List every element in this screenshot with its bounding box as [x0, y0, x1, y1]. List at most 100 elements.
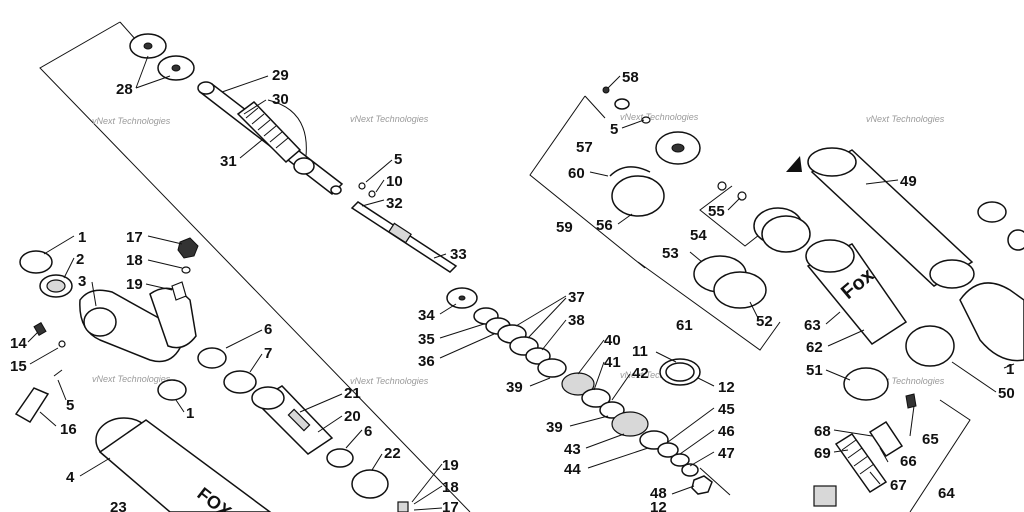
- oring-6a: [197, 347, 227, 369]
- screw-58: [602, 86, 610, 94]
- rod-knurl: [388, 222, 412, 244]
- cap-22: [351, 469, 389, 499]
- callout-1b: 1: [186, 405, 194, 422]
- callout-59: 59: [556, 219, 573, 236]
- washer-45: [657, 442, 679, 458]
- washer-47: [681, 463, 699, 477]
- housing-eye: [83, 307, 117, 337]
- direction-arrow: [786, 156, 802, 172]
- shaft-tip: [330, 185, 342, 195]
- shaft-collar: [293, 157, 315, 175]
- oring-1: [19, 250, 53, 274]
- callout-5: 5: [394, 151, 402, 168]
- callout-33: 33: [450, 246, 467, 263]
- screw-65: [905, 393, 917, 409]
- callout-17b: 17: [442, 499, 459, 512]
- piston-43: [611, 411, 649, 437]
- callout-6b: 6: [364, 423, 372, 440]
- callout-64: 64: [938, 485, 955, 502]
- watermark: vNext Technologies: [866, 376, 945, 386]
- callout-15: 15: [10, 358, 27, 375]
- eyelet-housing: [959, 282, 1024, 362]
- parts: FOX Fox: [14, 33, 1024, 512]
- callout-41: 41: [604, 354, 621, 371]
- callout-3: 3: [78, 273, 86, 290]
- body-20: [251, 385, 334, 455]
- valve-19b: [397, 501, 409, 512]
- cap-hole: [671, 143, 685, 153]
- watermarks: vNext Technologies vNext Technologies vN…: [92, 112, 945, 386]
- callout-5c: 5: [610, 121, 618, 138]
- callout-48: 48: [650, 485, 667, 502]
- callout-65: 65: [922, 431, 939, 448]
- callout-10: 10: [386, 173, 403, 190]
- callout-46: 46: [718, 423, 735, 440]
- callout-39b: 39: [546, 419, 563, 436]
- callout-1c: 1: [1006, 361, 1014, 378]
- piston-40: [561, 372, 595, 396]
- callout-28: 28: [116, 81, 133, 98]
- knob-16: [14, 387, 50, 424]
- air-can-62: Fox: [805, 239, 908, 345]
- callout-34: 34: [418, 307, 435, 324]
- watermark: vNext Technologies: [620, 112, 699, 122]
- washer-hole: [171, 64, 181, 72]
- callout-4: 4: [66, 469, 75, 486]
- cap-inner: [665, 362, 695, 382]
- piston-61: [753, 207, 811, 253]
- callout-55: 55: [708, 203, 725, 220]
- bushing-7: [223, 370, 257, 394]
- spring-stack: [813, 420, 904, 507]
- sleeve-end-bottom: [929, 259, 975, 289]
- reservoir-body: [98, 419, 272, 512]
- body-label: [287, 408, 311, 432]
- callout-53: 53: [662, 245, 679, 262]
- callout-67: 67: [890, 477, 907, 494]
- ball-small: [368, 190, 376, 198]
- oring-5: [53, 369, 63, 377]
- nut-48: [691, 475, 713, 495]
- washer-hole: [458, 295, 466, 301]
- callout-18: 18: [126, 252, 143, 269]
- spring-69: [834, 432, 888, 494]
- rod-32: [350, 201, 458, 273]
- callout-57: 57: [576, 139, 593, 156]
- callout-38: 38: [568, 312, 585, 329]
- washer-39a: [537, 358, 567, 378]
- ball-15: [58, 340, 66, 348]
- bushing-inner: [46, 279, 66, 293]
- callout-49: 49: [900, 173, 917, 190]
- callout-69: 69: [814, 445, 831, 462]
- callout-62: 62: [806, 339, 823, 356]
- oring-51: [843, 367, 889, 401]
- callout-36: 36: [418, 353, 435, 370]
- callout-45: 45: [718, 401, 735, 418]
- oring-5c: [641, 116, 651, 124]
- ring-56: [611, 175, 665, 217]
- callout-37: 37: [568, 289, 585, 306]
- callout-19b: 19: [442, 457, 459, 474]
- callout-68: 68: [814, 423, 831, 440]
- callout-6: 6: [264, 321, 272, 338]
- watermark: vNext Technologies: [92, 116, 171, 126]
- body-end: [251, 386, 285, 410]
- bushing-50: [905, 325, 955, 367]
- callout-42: 42: [632, 365, 649, 382]
- callout-54: 54: [690, 227, 707, 244]
- callout-1: 1: [78, 229, 86, 246]
- callout-17: 17: [126, 229, 143, 246]
- callout-32: 32: [386, 195, 403, 212]
- shaft-assembly: [197, 81, 344, 195]
- screw-14: [33, 321, 47, 337]
- callout-19: 19: [126, 276, 143, 293]
- air-sleeve-49: [807, 147, 975, 289]
- callout-20: 20: [344, 408, 361, 425]
- callout-14: 14: [10, 335, 27, 352]
- callout-52: 52: [756, 313, 773, 330]
- watermark: vNext Technologies: [92, 374, 171, 384]
- callout-58: 58: [622, 69, 639, 86]
- callout-61: 61: [676, 317, 693, 334]
- oring-6b: [326, 448, 354, 468]
- callout-21: 21: [344, 385, 361, 402]
- callout-29: 29: [272, 67, 289, 84]
